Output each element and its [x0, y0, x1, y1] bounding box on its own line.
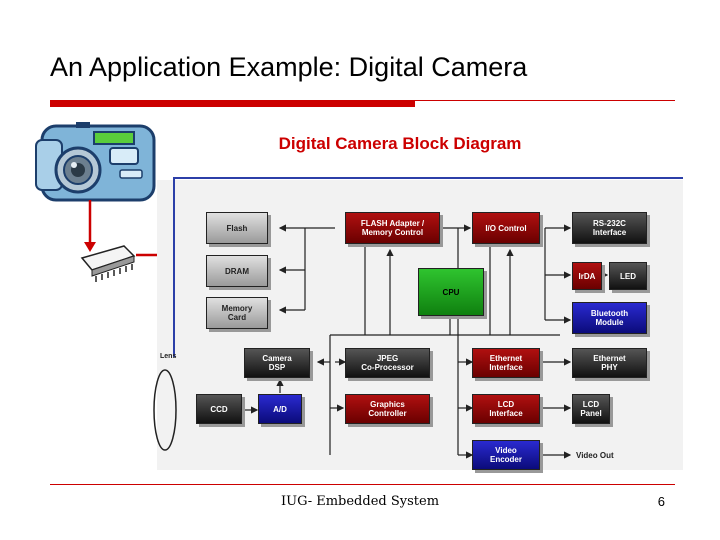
lens-label: Lens — [160, 353, 177, 360]
diagram-title: Digital Camera Block Diagram — [278, 134, 522, 153]
block-graphics-controller: Graphics Controller — [345, 394, 430, 424]
block-video-encoder: Video Encoder — [472, 440, 540, 470]
title-underline-thin — [415, 100, 675, 101]
slide-title: An Application Example: Digital Camera — [50, 52, 528, 82]
title-underline-thick — [50, 100, 415, 107]
block-ccd: CCD — [196, 394, 242, 424]
page-number: 6 — [657, 494, 665, 509]
footer-text: IUG- Embedded System — [280, 494, 440, 509]
block-lcd-interface: LCD Interface — [472, 394, 540, 424]
block-memory-card: Memory Card — [206, 297, 268, 329]
block-led: LED — [609, 262, 647, 290]
block-camera-dsp: Camera DSP — [244, 348, 310, 378]
block-rs232c: RS-232C Interface — [572, 212, 647, 244]
block-flash: Flash — [206, 212, 268, 244]
block-jpeg: JPEG Co-Processor — [345, 348, 430, 378]
camera-illustration-icon — [35, 122, 156, 202]
block-lcd-panel: LCD Panel — [572, 394, 610, 424]
block-irda: IrDA — [572, 262, 602, 290]
blue-connector-horizontal — [173, 177, 683, 179]
block-ethernet-phy: Ethernet PHY — [572, 348, 647, 378]
lens-icon — [153, 369, 177, 451]
block-dram: DRAM — [206, 255, 268, 287]
block-ethernet-interface: Ethernet Interface — [472, 348, 540, 378]
block-cpu: CPU — [418, 268, 484, 316]
memory-chip-icon — [80, 245, 136, 282]
block-io-control: I/O Control — [472, 212, 540, 244]
video-out-label: Video Out — [576, 451, 614, 460]
footer-divider — [50, 484, 675, 485]
blue-connector-vertical — [173, 177, 175, 357]
block-ad: A/D — [258, 394, 302, 424]
block-flash-adapter: FLASH Adapter / Memory Control — [345, 212, 440, 244]
block-bluetooth: Bluetooth Module — [572, 302, 647, 334]
